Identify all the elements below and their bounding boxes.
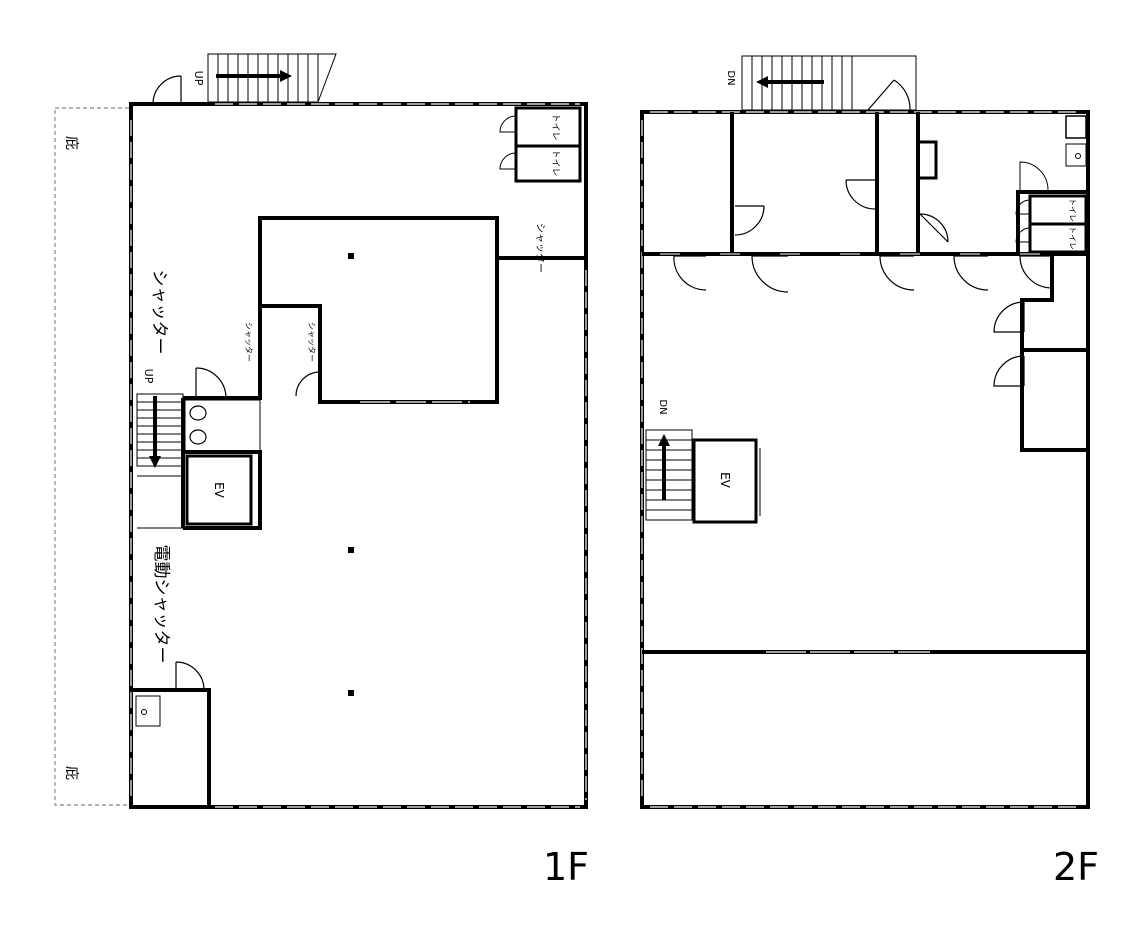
- shutter-right-label: シャッター: [534, 223, 546, 273]
- wc-area-1f: [184, 399, 261, 453]
- floor-label-2f: 2F: [1053, 845, 1099, 889]
- top-door-2f: [867, 79, 911, 111]
- sink-2f: [1065, 143, 1087, 167]
- stair-dn-top-label: DN: [725, 70, 736, 85]
- elevator-2f: [692, 438, 758, 524]
- inner-stair-2f: [645, 429, 693, 521]
- elevator-label-1f: EV: [212, 482, 226, 499]
- column-2: [348, 547, 354, 553]
- courtyard-outline: [54, 107, 132, 806]
- shutter-big-label: シャッター: [149, 270, 169, 355]
- upper-rooms-wall-2f: [642, 112, 1088, 256]
- outer-wall-2f: [640, 110, 1090, 809]
- electric-shutter-label: 電動シャッター: [151, 545, 171, 664]
- courtyard-label-top: 庇: [63, 136, 79, 150]
- toilet-label-1f-b: トイレ: [550, 149, 560, 176]
- shutter-room-door: [295, 371, 321, 397]
- toilet-doors-2f: [1015, 161, 1049, 243]
- top-stair-2f: [741, 55, 917, 111]
- small-room-1f: [131, 688, 211, 807]
- toilet-label-2f-b: トイレ: [1068, 226, 1077, 250]
- elevator-1f: [185, 454, 253, 526]
- stair-up-label: UP: [192, 71, 205, 86]
- floor-2f-plan: DN トイレ トイレ: [640, 55, 1099, 889]
- toilet-room-2f-b: [1028, 222, 1088, 254]
- stair-dn-inner-label: DN: [657, 399, 668, 414]
- small-room-door-1f: [175, 661, 205, 691]
- floor-label-1f: 1F: [543, 845, 589, 889]
- inner-shutter-room-1f: [258, 216, 499, 404]
- toilet-room-1f-a: [514, 106, 582, 148]
- toilet-fixture-2: [189, 429, 207, 445]
- column-1: [348, 253, 354, 259]
- toilet-label-1f-a: トイレ: [550, 113, 560, 140]
- elevator-label-2f: EV: [718, 472, 732, 489]
- stair-up-inner-label: UP: [142, 369, 155, 384]
- stove-2f: [1065, 115, 1087, 139]
- toilet-doors-1f: [499, 115, 517, 170]
- toilet-label-2f-a: トイレ: [1068, 198, 1077, 222]
- column-3: [348, 690, 354, 696]
- shutter-small-label-2: シャッター: [307, 322, 316, 362]
- toilet-fixture-1: [189, 405, 207, 421]
- core-door-1f: [195, 367, 227, 399]
- entrance-door-1f: [152, 75, 182, 105]
- courtyard-label-bottom: 庇: [63, 766, 79, 780]
- sink-drain-2f: [1075, 153, 1081, 159]
- entrance-stair-1f: [207, 53, 337, 103]
- sink-drain-1f: [141, 709, 147, 715]
- upper-room-doors-2f: [734, 140, 949, 243]
- corridor-doors-2f: [673, 255, 1053, 293]
- toilet-room-1f-b: [514, 144, 582, 183]
- right-room-doors-2f: [993, 301, 1025, 387]
- sink-1f: [135, 695, 161, 727]
- right-rooms-wall-2f: [1020, 254, 1088, 452]
- floor-1f-plan: 庇 庇 UP: [54, 53, 589, 889]
- shutter-small-label-1: シャッター: [244, 322, 253, 362]
- inner-stair-1f: [136, 393, 184, 529]
